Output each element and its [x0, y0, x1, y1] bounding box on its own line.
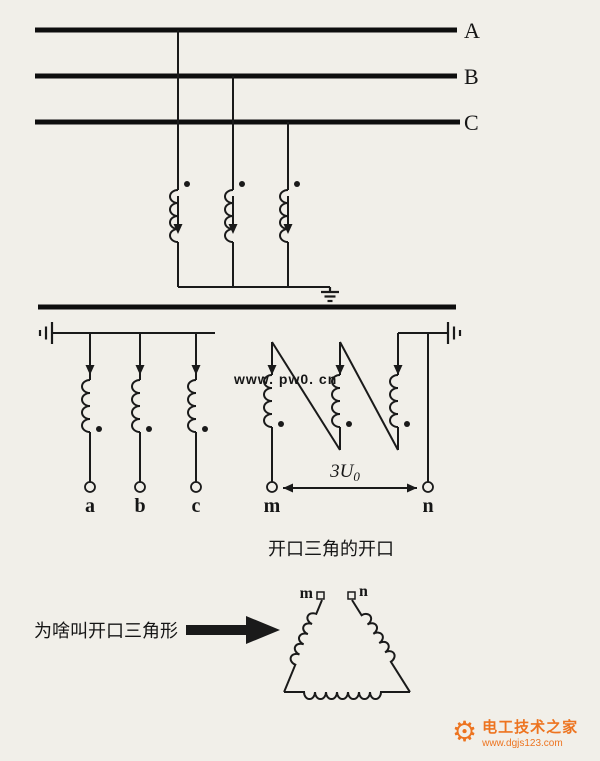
- polarity-dot: [184, 181, 190, 187]
- polarity-dot: [96, 426, 102, 432]
- site-name: 电工技术之家: [482, 718, 579, 736]
- open-delta-winding-3: [389, 333, 410, 450]
- triangle-left-winding: [283, 599, 323, 693]
- coil: [331, 374, 341, 428]
- triangle-right-winding: [351, 599, 411, 693]
- arrowhead-left: [283, 483, 293, 493]
- open-triangle-figure: m n: [283, 583, 411, 700]
- terminal-a-node: [84, 481, 96, 493]
- terminal-m-label: m: [264, 495, 281, 517]
- polarity-dot: [239, 181, 245, 187]
- primary-winding-phase-c: [279, 122, 300, 287]
- terminal-c-label: c: [192, 495, 201, 517]
- site-logo-text: 电工技术之家 www.dgjs123.com: [482, 716, 578, 749]
- bus-label-C: C: [464, 110, 479, 135]
- coil: [224, 189, 234, 243]
- terminal-n-node: [422, 481, 434, 493]
- site-logo-watermark: ⚙ 电工技术之家 www.dgjs123.com: [452, 708, 596, 756]
- polarity-dot: [404, 421, 410, 427]
- residual-voltage-label: 3U0: [329, 461, 360, 484]
- open-delta-winding-2: [331, 342, 352, 450]
- polarity-dot: [294, 181, 300, 187]
- star-secondary-ground: [38, 322, 54, 344]
- flow-arrowhead: [393, 365, 403, 375]
- terminal-a-label: a: [85, 495, 95, 517]
- coil: [81, 379, 91, 433]
- site-url: www.dgjs123.com: [482, 737, 563, 749]
- open-delta-link-wire: [271, 341, 341, 451]
- open-delta-winding-1: [263, 342, 284, 482]
- primary-winding-phase-a: [169, 30, 190, 287]
- open-delta-ground: [446, 322, 462, 344]
- triangle-terminal-n-label: n: [359, 583, 368, 600]
- terminal-b-node: [134, 481, 146, 493]
- flow-arrowhead: [85, 365, 95, 375]
- primary-winding-phase-b: [224, 76, 245, 287]
- residual-voltage-annotation: 3U0: [283, 461, 417, 493]
- polarity-dot: [146, 426, 152, 432]
- star-secondary-phase-a: a: [81, 333, 102, 517]
- pointer-block-arrow: [186, 616, 280, 644]
- bus-label-B: B: [464, 64, 479, 89]
- bus-label-A: A: [464, 18, 480, 43]
- triangle-bottom-winding: [284, 691, 410, 700]
- terminal-n-label: n: [422, 495, 433, 517]
- polarity-dot: [202, 426, 208, 432]
- coil: [263, 374, 273, 428]
- terminal-c-node: [190, 481, 202, 493]
- polarity-dot: [346, 421, 352, 427]
- star-secondary-phase-c: c: [187, 333, 208, 517]
- coil: [131, 379, 141, 433]
- terminal-m-node: [266, 481, 278, 493]
- triangle-terminal-m-square: [316, 591, 325, 600]
- flow-arrowhead: [335, 365, 345, 375]
- polarity-dot: [278, 421, 284, 427]
- center-watermark-text: www. pw0. cn: [233, 371, 337, 387]
- flow-arrowhead: [173, 224, 183, 234]
- arrowhead-right: [407, 483, 417, 493]
- voltage-subscript: 0: [353, 469, 360, 484]
- star-secondary-phase-b: b: [131, 333, 152, 517]
- gear-icon: ⚙: [452, 716, 478, 747]
- flow-arrowhead: [267, 365, 277, 375]
- flow-arrowhead: [283, 224, 293, 234]
- flow-arrowhead: [135, 365, 145, 375]
- coil: [389, 374, 399, 428]
- voltage-main: 3U: [329, 461, 355, 482]
- coil: [169, 189, 179, 243]
- coil: [187, 379, 197, 433]
- flow-arrowhead: [191, 365, 201, 375]
- terminal-b-label: b: [134, 495, 145, 517]
- flow-arrowhead: [228, 224, 238, 234]
- open-delta-link-wire: [339, 341, 399, 451]
- primary-neutral-ground: [178, 286, 339, 303]
- triangle-terminal-m-label: m: [300, 585, 314, 602]
- triangle-terminal-n-square: [347, 591, 356, 600]
- why-open-delta-question: 为啥叫开口三角形: [34, 621, 178, 641]
- coil: [279, 189, 289, 243]
- open-delta-opening-caption: 开口三角的开口: [268, 539, 394, 559]
